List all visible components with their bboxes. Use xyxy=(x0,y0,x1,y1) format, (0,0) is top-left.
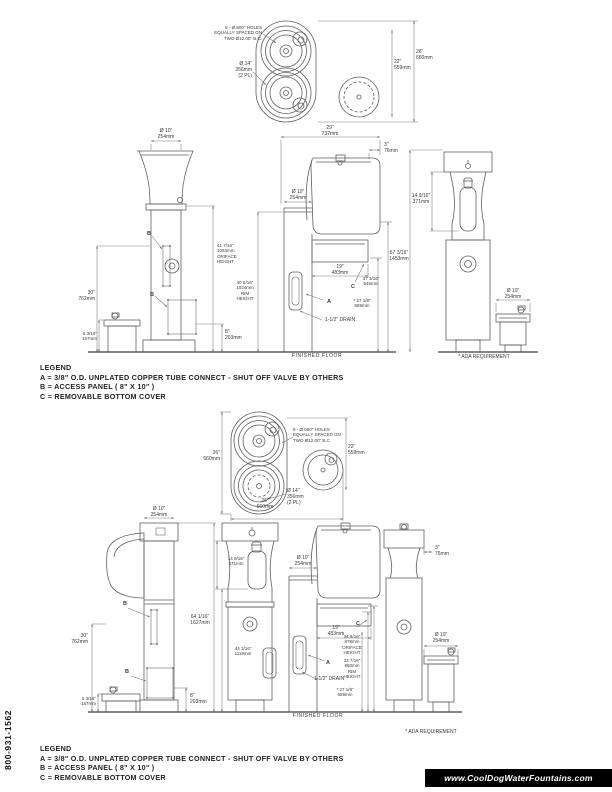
legend-title: LEGEND xyxy=(40,363,72,372)
g1-dim-26in: 26" 660mm xyxy=(416,49,433,61)
g2-dim-26in-left: 26" 660mm xyxy=(203,450,220,462)
g1-ada-dims xyxy=(408,149,531,353)
g1-callout-b1: B xyxy=(147,231,151,237)
g2-ada-requirement-note: * ADA REQUIREMENT xyxy=(405,729,457,735)
g1-topview xyxy=(255,20,380,123)
g2-dim-ped-dia: Ø 10" 254mm xyxy=(294,555,312,567)
legend-line-b: B = ACCESS PANEL ( 8" X 10" ) xyxy=(40,382,155,391)
g2-dim-overall-height: 64 1/16" 1627mm xyxy=(190,614,210,626)
g1-callout-c: C xyxy=(351,284,355,290)
g2-drain-note: 1-1/2" DRAIN xyxy=(314,676,345,682)
g2-side-dims xyxy=(288,566,378,713)
g2-dim-30in: 30" 762mm xyxy=(71,633,88,645)
g2-finished-floor-label: FINISHED FLOOR xyxy=(292,713,344,719)
g1-dim-bowl-height: 6 3/16" 157mm xyxy=(81,331,97,342)
g2-dim-lower-section: 44 1/16" 1119mm xyxy=(234,646,252,657)
g2-dim-knee: * 27 1/8" 689mm xyxy=(336,687,354,698)
g2-dim-orifice-height: 34 9/16" 878mm ORIFACE HEIGHT xyxy=(342,634,362,655)
g2-topview-dims xyxy=(220,411,348,521)
website-link[interactable]: www.CoolDogWaterFountains.com xyxy=(444,773,593,783)
g2-dim-22in-right: 22" 559mm xyxy=(348,444,365,456)
g1-dim-22in: 22" 559mm xyxy=(394,59,411,71)
g1-dia-note: Ø 14" 356mm (2 PL) xyxy=(235,61,252,79)
g1-ada-view xyxy=(443,151,531,353)
legend-line-a: A = 3/8" O.D. UNPLATED COPPER TUBE CONNE… xyxy=(40,372,344,382)
g1-topview-dims xyxy=(252,20,418,123)
g1-callout-b2: B xyxy=(150,292,154,298)
g2-dim-ada-bowl: Ø 10" 254mm xyxy=(432,632,450,644)
g1-callout-a: A xyxy=(327,299,331,305)
g2-callout-b1: B xyxy=(123,601,127,607)
legend-line-a: A = 3/8" O.D. UNPLATED COPPER TUBE CONNE… xyxy=(40,753,344,763)
phone-number: 800-931-1562 xyxy=(3,709,13,770)
legend-line-c: C = REMOVABLE BOTTOM COVER xyxy=(40,391,166,401)
legend-block-2: LEGEND A = 3/8" O.D. UNPLATED COPPER TUB… xyxy=(40,744,370,782)
g2-dim-overhang: 3" 76mm xyxy=(435,545,449,557)
g2-left-side-view xyxy=(101,522,179,713)
g2-callout-c: C xyxy=(356,621,360,627)
website-bar: www.CoolDogWaterFountains.com xyxy=(425,769,612,787)
legend-line-c: C = REMOVABLE BOTTOM COVER xyxy=(40,772,166,782)
g2-dim-rim-height: 33 7/16" 850mm RIM HEIGHT xyxy=(343,658,361,679)
g1-side-view xyxy=(283,154,381,352)
g1-dim-top-dia: Ø 10" 254mm xyxy=(157,128,175,140)
g1-holes-note: 8 - Ø.500" HOLES EQUALLY SPACED ON TWO Ø… xyxy=(214,25,262,41)
g1-drain-note: 1-1/2" DRAIN xyxy=(325,317,356,323)
g2-dim-bowl-height: 6 3/16" 157mm xyxy=(80,696,96,707)
g2-callout-a: A xyxy=(326,660,330,666)
g1-dim-spout: 37 3/16" 945mm xyxy=(362,276,380,287)
g2-ada-view xyxy=(383,523,459,713)
g1-dim-knee: * 27 1/8" 689mm xyxy=(353,298,371,309)
g2-dim-top-dia: Ø 10" 254mm xyxy=(150,506,168,518)
g2-side-view xyxy=(288,522,381,712)
g1-dim-base: 8" 203mm xyxy=(225,329,242,341)
g1-dim-overall-height: 57 3/16" 1453mm xyxy=(389,250,409,262)
g2-front-view xyxy=(221,522,279,713)
g2-callout-b2: B xyxy=(125,669,129,675)
g2-dim-base: 8" 203mm xyxy=(190,693,207,705)
g1-dim-ada-bowl: Ø 10" 254mm xyxy=(504,288,522,300)
g2-dia-note: Ø 14" 356mm (2 PL) xyxy=(287,488,304,506)
g1-dim-overhang: 3" 76mm xyxy=(384,142,398,154)
g1-dim-depth: 29" 737mm xyxy=(321,125,339,137)
g2-front-dims xyxy=(215,540,248,713)
g1-front-view xyxy=(103,150,197,353)
g1-dim-orifice-height: 41 7/16" 1053mm ORIFACE HEIGHT xyxy=(217,243,237,264)
g2-holes-note: 8 - Ø.500" HOLES EQUALLY SPACED ON TWO Ø… xyxy=(293,427,341,443)
g2-ada-dims xyxy=(423,548,459,658)
g1-finished-floor-label: FINISHED FLOOR xyxy=(291,353,343,359)
g1-dim-rim-height: 40 5/16" 1024mm RIM HEIGHT xyxy=(236,280,254,301)
legend-line-b: B = ACCESS PANEL ( 8" X 10" ) xyxy=(40,763,155,772)
g1-front-dims xyxy=(95,139,224,353)
legend-block-1: LEGEND A = 3/8" O.D. UNPLATED COPPER TUB… xyxy=(40,363,370,401)
g2-dim-panel-section: 14 9/16" 371mm xyxy=(227,556,245,567)
g1-side-dims xyxy=(256,135,392,353)
g1-dim-reach: 19" 483mm xyxy=(331,264,349,276)
g2-left-side-dims xyxy=(90,516,216,713)
legend-title: LEGEND xyxy=(40,744,72,753)
g1-dim-panel-section: 14 9/16" 371mm xyxy=(411,193,431,205)
g1-dim-ped-dia: Ø 10" 254mm xyxy=(289,189,307,201)
g2-dim-26in-bottom: 26" 660mm xyxy=(256,498,274,510)
g2-dim-reach: 19" 483mm xyxy=(327,625,345,637)
g1-dim-30in: 30" 762mm xyxy=(78,290,95,302)
g1-ada-requirement-note: * ADA REQUIREMENT xyxy=(458,354,510,360)
